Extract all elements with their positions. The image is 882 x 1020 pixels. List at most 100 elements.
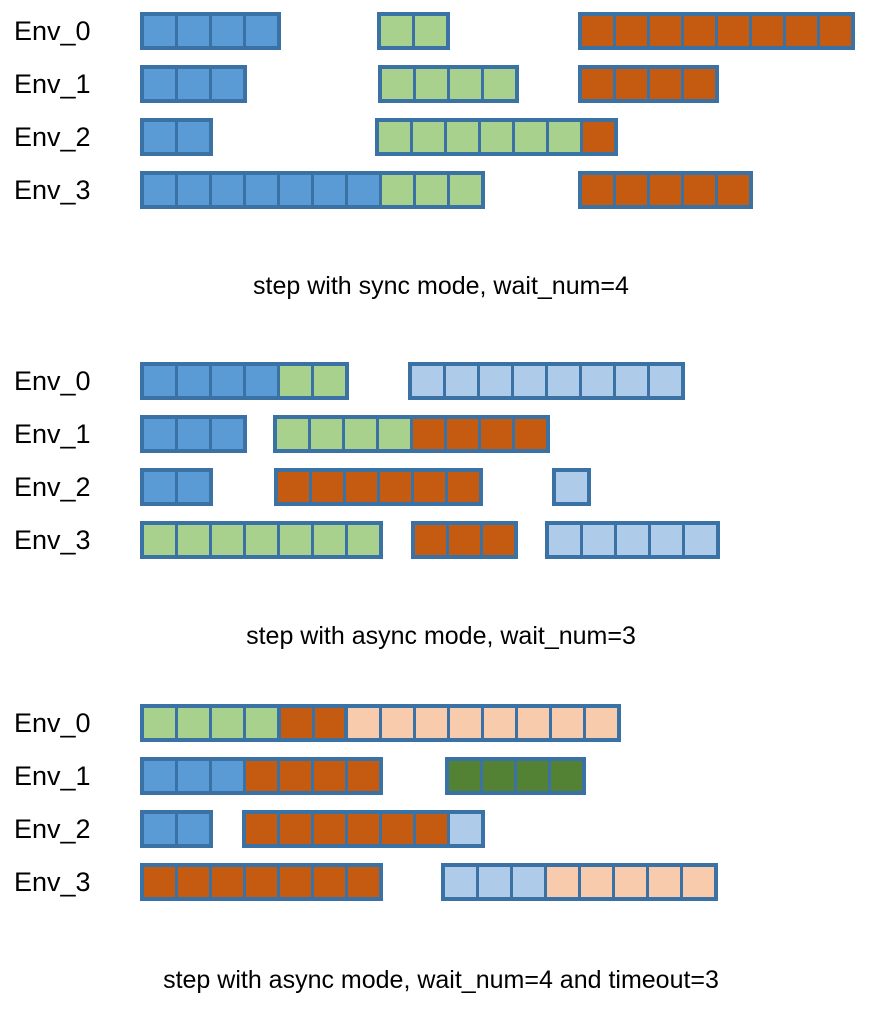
- timeline-cell-blue: [280, 175, 311, 205]
- timeline-cell-blue: [178, 366, 209, 396]
- timeline-block-group: [140, 65, 247, 103]
- timeline-cell-lightblue: [583, 525, 614, 555]
- timeline-cell-orange: [315, 708, 346, 738]
- timeline-cell-lightblue: [556, 472, 587, 502]
- timeline-cell-green: [178, 708, 209, 738]
- timeline-cell-lightblue: [617, 525, 648, 555]
- timeline-cell-green: [416, 175, 447, 205]
- timeline-block-group: [377, 12, 450, 50]
- timeline-block-group: [140, 118, 213, 156]
- env-label: Env_0: [14, 16, 91, 46]
- timeline-cell-blue: [314, 175, 345, 205]
- timeline-row: Env_1: [0, 61, 882, 107]
- chart-caption: step with async mode, wait_num=4 and tim…: [163, 966, 719, 994]
- timeline-cell-orange: [515, 419, 546, 449]
- timeline-cell-orange: [312, 472, 343, 502]
- timeline-cell-green: [212, 708, 243, 738]
- timeline-cell-green: [484, 69, 515, 99]
- timeline-cell-green: [450, 175, 481, 205]
- timeline-cell-peach: [683, 867, 714, 897]
- timeline-cell-orange: [718, 16, 749, 46]
- env-label: Env_2: [14, 122, 91, 152]
- timeline-cell-green: [447, 122, 478, 152]
- timeline-cell-lightblue: [548, 366, 579, 396]
- timeline-cell-lightblue: [582, 366, 613, 396]
- timeline-cell-green: [144, 525, 175, 555]
- timeline-cell-green: [348, 525, 379, 555]
- timeline-cell-orange: [348, 867, 379, 897]
- timeline-cell-green: [144, 708, 175, 738]
- timeline-cell-green: [382, 69, 413, 99]
- timeline-cell-blue: [178, 419, 209, 449]
- timeline-cell-orange: [314, 814, 345, 844]
- timeline-cell-blue: [246, 366, 277, 396]
- timeline-cell-orange: [752, 16, 783, 46]
- timeline-block-group: [578, 12, 855, 50]
- timeline-block-group: [242, 810, 485, 848]
- timeline-cell-blue: [144, 16, 175, 46]
- timeline-row: Env_2: [0, 464, 882, 510]
- timeline-cell-blue: [212, 175, 243, 205]
- timeline-cell-orange: [650, 69, 681, 99]
- timeline-cell-orange: [416, 814, 447, 844]
- timeline-block-group: [552, 468, 591, 506]
- env-label: Env_2: [14, 472, 91, 502]
- timeline-cell-darkgreen: [551, 761, 582, 791]
- timeline-block-group: [378, 65, 519, 103]
- timeline-cell-orange: [281, 708, 312, 738]
- timeline-cell-orange: [582, 16, 613, 46]
- timeline-cell-orange: [616, 16, 647, 46]
- env-label: Env_0: [14, 708, 91, 738]
- timeline-cell-peach: [581, 867, 612, 897]
- timeline-cell-peach: [450, 708, 481, 738]
- timeline-cell-orange: [212, 867, 243, 897]
- timeline-cell-orange: [448, 472, 479, 502]
- timeline-row: Env_1: [0, 411, 882, 457]
- timeline-cell-green: [416, 69, 447, 99]
- timeline-cell-orange: [314, 761, 345, 791]
- timeline-cell-orange: [280, 814, 311, 844]
- timeline-cell-orange: [449, 525, 480, 555]
- timeline-block-group: [578, 65, 719, 103]
- timeline-cell-orange: [246, 814, 277, 844]
- timeline-cell-lightblue: [549, 525, 580, 555]
- timeline-cell-green: [345, 419, 376, 449]
- timeline-cell-peach: [586, 708, 617, 738]
- timeline-cell-blue: [144, 761, 175, 791]
- timeline-cell-green: [549, 122, 580, 152]
- timeline-cell-orange: [246, 761, 277, 791]
- timeline-block-group: [277, 704, 350, 742]
- timeline-block-group: [344, 704, 621, 742]
- timeline-block-group: [140, 521, 383, 559]
- timeline-block-group: [140, 362, 349, 400]
- timeline-block-group: [140, 810, 213, 848]
- timeline-block-group: [140, 468, 213, 506]
- timeline-cell-orange: [650, 175, 681, 205]
- timeline-cell-green: [280, 525, 311, 555]
- timeline-cell-orange: [413, 419, 444, 449]
- env-label: Env_0: [14, 366, 91, 396]
- timeline-cell-blue: [246, 16, 277, 46]
- timeline-cell-orange: [246, 867, 277, 897]
- timeline-cell-lightblue: [480, 366, 511, 396]
- timeline-cell-green: [314, 366, 345, 396]
- env-label: Env_2: [14, 814, 91, 844]
- timeline-cell-orange: [483, 525, 514, 555]
- timeline-cell-blue: [178, 472, 209, 502]
- timeline-cell-blue: [144, 175, 175, 205]
- env-label: Env_1: [14, 419, 91, 449]
- timeline-block-group: [545, 521, 720, 559]
- timeline-cell-blue: [144, 122, 175, 152]
- timeline-cell-blue: [212, 69, 243, 99]
- timeline-cell-green: [415, 16, 446, 46]
- timeline-cell-blue: [144, 472, 175, 502]
- timeline-cell-blue: [178, 69, 209, 99]
- timeline-cell-blue: [144, 366, 175, 396]
- timeline-cell-orange: [414, 472, 445, 502]
- timeline-cell-peach: [518, 708, 549, 738]
- timeline-cell-darkgreen: [449, 761, 480, 791]
- timeline-block-group: [445, 757, 586, 795]
- timeline-cell-orange: [348, 814, 379, 844]
